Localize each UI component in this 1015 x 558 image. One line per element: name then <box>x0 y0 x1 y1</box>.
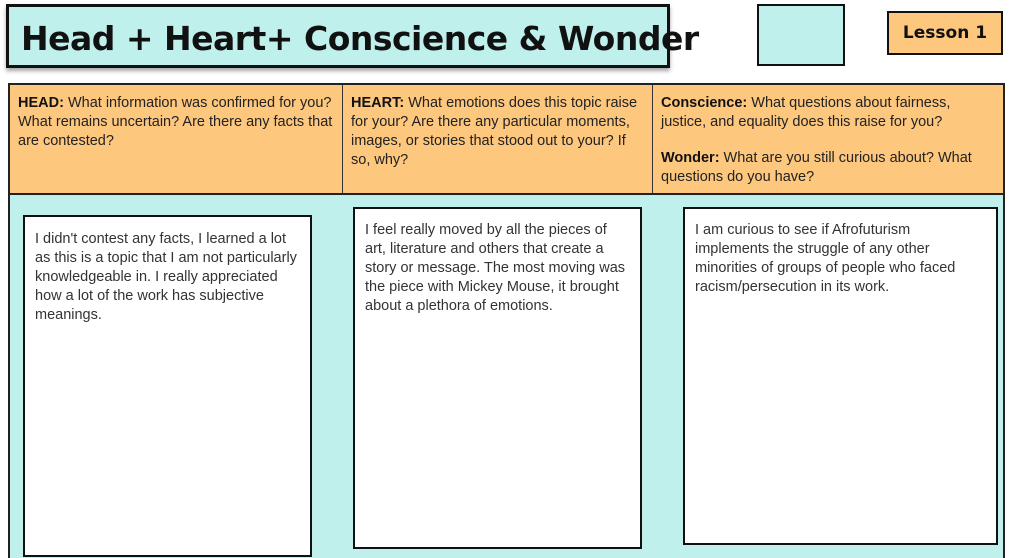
wonder-answer-text: I am curious to see if Afrofuturism impl… <box>695 222 956 295</box>
title-box[interactable]: Head + Heart+ Conscience & Wonder <box>6 4 699 68</box>
heart-prompt[interactable]: HEART: What emotions does this topic rai… <box>343 85 653 193</box>
conscience-prompt-label: Conscience: <box>661 95 748 111</box>
conscience-prompt: Conscience: What questions about fairnes… <box>661 94 995 132</box>
decorative-teal-square[interactable] <box>757 4 845 66</box>
wonder-answer-textbox[interactable]: I am curious to see if Afrofuturism impl… <box>683 207 998 545</box>
answer-area: I didn't contest any facts, I learned a … <box>8 195 1005 558</box>
heart-answer-textbox[interactable]: I feel really moved by all the pieces of… <box>353 207 642 549</box>
head-prompt-label: HEAD: <box>18 95 64 111</box>
lesson-label: Lesson 1 <box>902 23 988 43</box>
prompt-header-row: HEAD: What information was confirmed for… <box>8 83 1005 195</box>
heart-prompt-label: HEART: <box>351 95 405 111</box>
page-title: Head + Heart+ Conscience & Wonder <box>21 19 699 58</box>
conscience-prompt-text: What questions about fairness, justice, … <box>661 95 951 130</box>
wonder-prompt-text: What are you still curious about? What q… <box>661 150 972 185</box>
head-prompt[interactable]: HEAD: What information was confirmed for… <box>10 85 343 193</box>
head-answer-text: I didn't contest any facts, I learned a … <box>35 231 297 323</box>
prompt-spacer <box>661 132 995 149</box>
conscience-wonder-prompt[interactable]: Conscience: What questions about fairnes… <box>653 85 1003 193</box>
lesson-badge[interactable]: Lesson 1 <box>887 11 1003 55</box>
wonder-prompt-label: Wonder: <box>661 150 720 166</box>
heart-answer-text: I feel really moved by all the pieces of… <box>365 222 626 314</box>
head-answer-textbox[interactable]: I didn't contest any facts, I learned a … <box>23 215 312 557</box>
wonder-prompt: Wonder: What are you still curious about… <box>661 149 995 187</box>
head-prompt-text: What information was confirmed for you? … <box>18 95 333 149</box>
heart-prompt-text: What emotions does this topic raise for … <box>351 95 638 168</box>
